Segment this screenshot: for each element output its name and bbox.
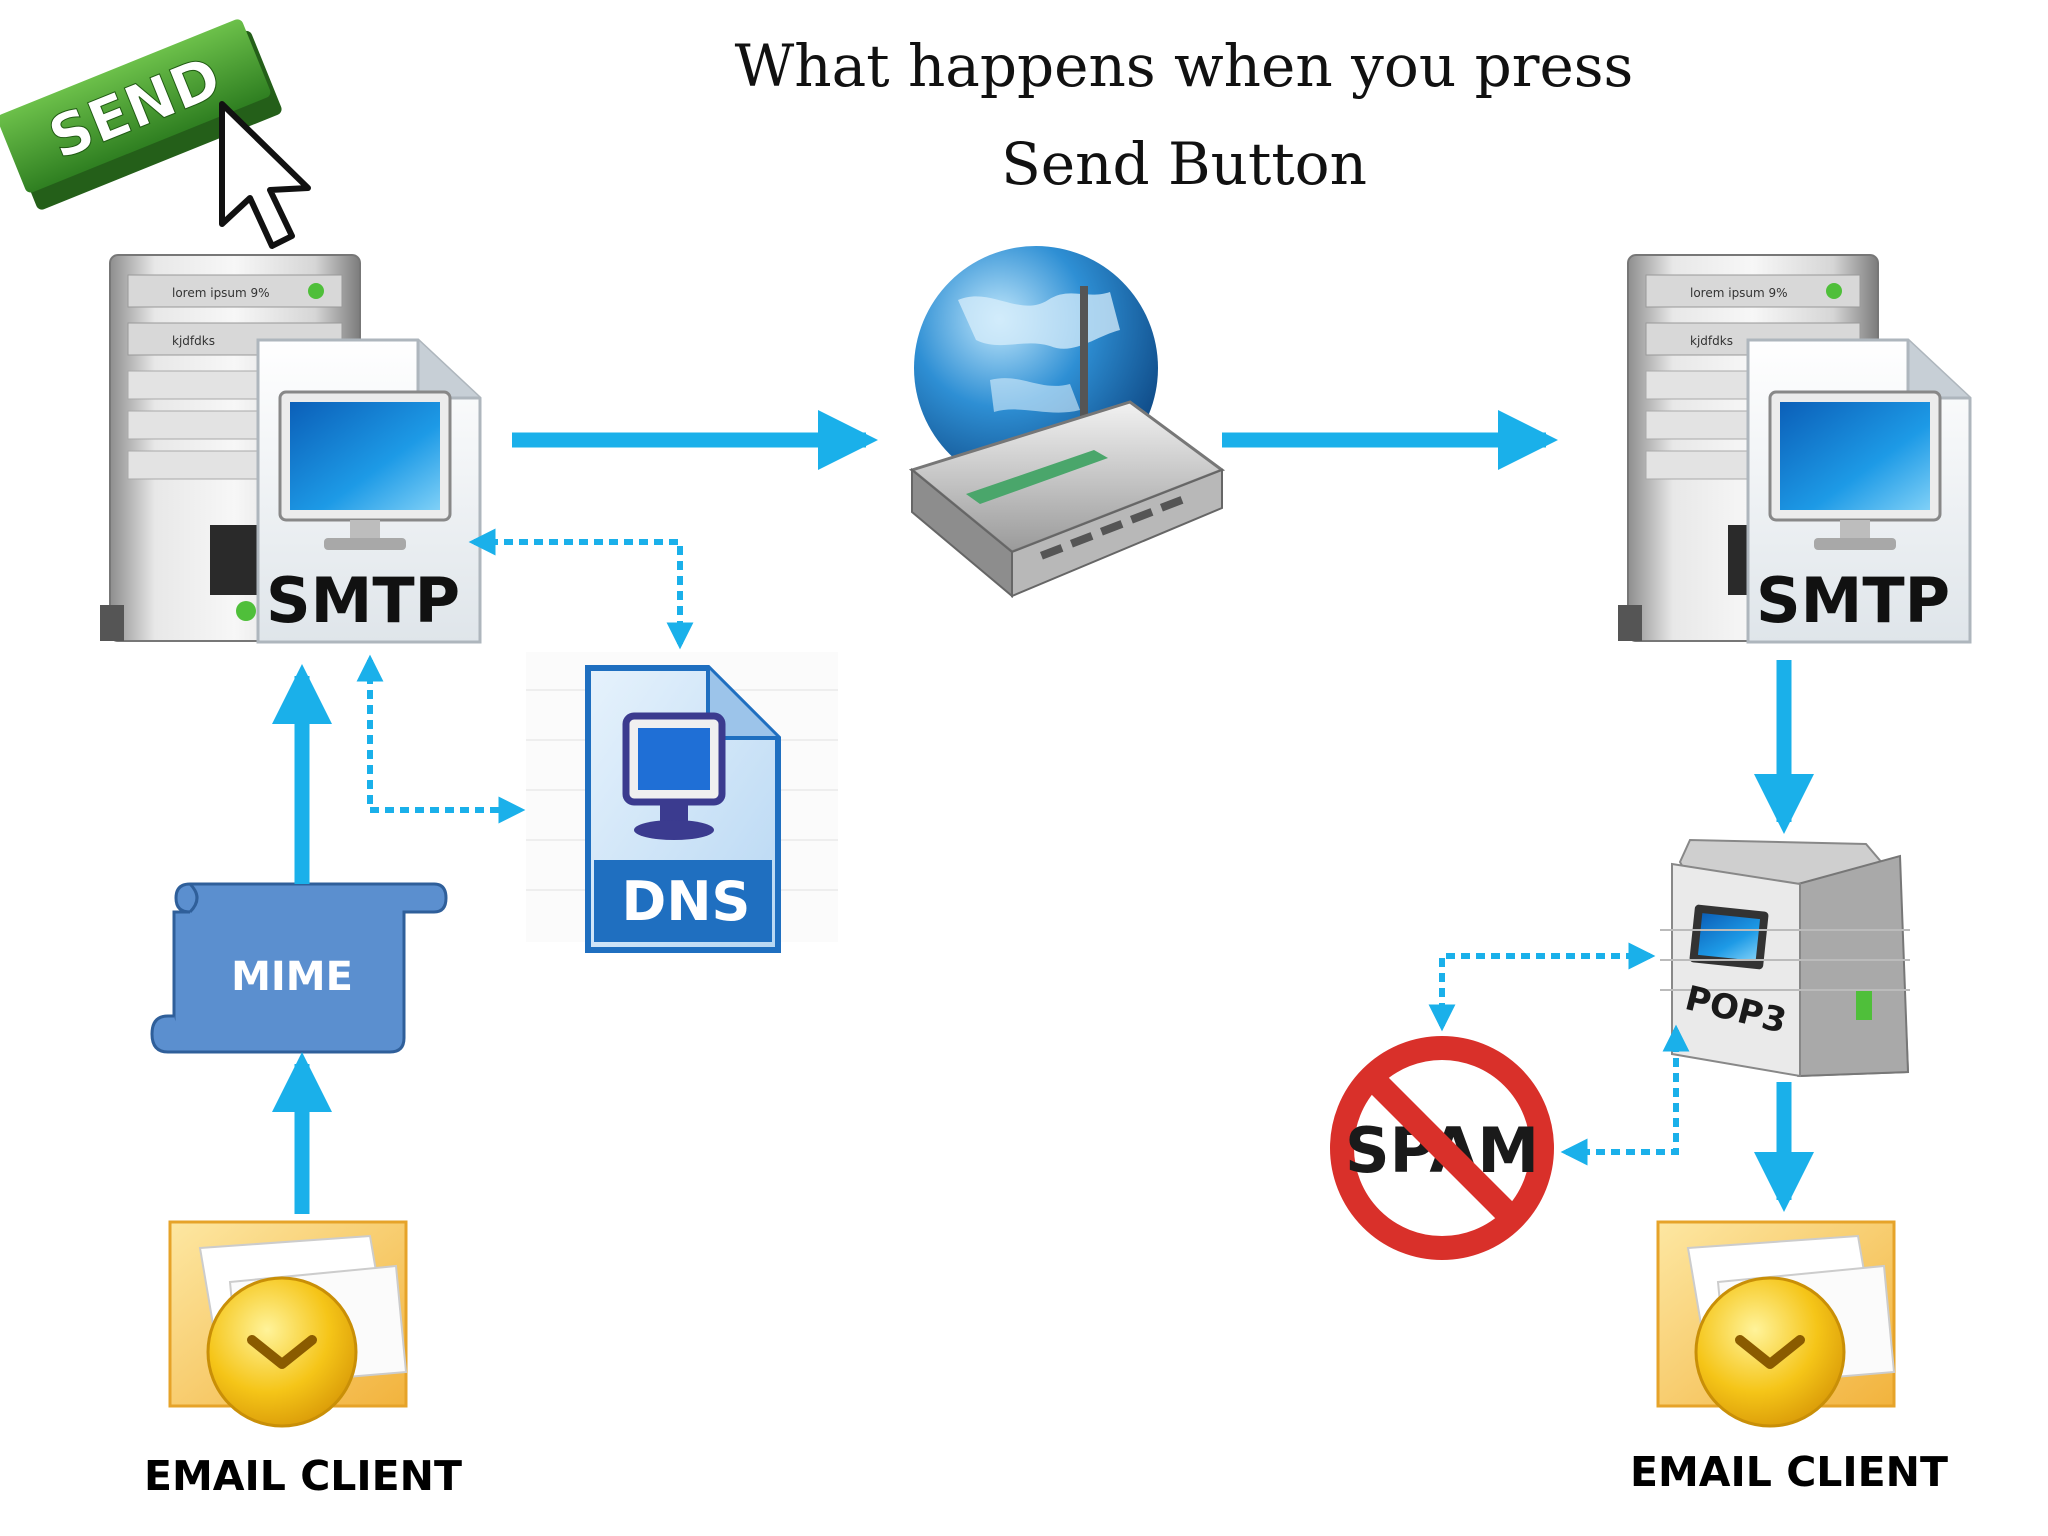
dotted-arrow-smtp-dns: [468, 528, 694, 650]
email-client-icon: [168, 1220, 408, 1428]
dns-icon: DNS: [526, 652, 838, 953]
receiver-email-client-icon: [1656, 1220, 1896, 1428]
smtp-label: SMTP: [266, 564, 460, 637]
spam-forbidden-icon: SPAM: [1330, 1036, 1554, 1260]
pop3-server-icon: POP3: [1660, 838, 1910, 1078]
receiver-server-panel-text-2: kjdfdks: [1690, 334, 1733, 348]
cursor-icon: [219, 101, 311, 249]
mime-label: MIME: [231, 954, 353, 1000]
server-panel-text-2: kjdfdks: [172, 334, 215, 348]
receiver-server-panel-text-1: lorem ipsum 9%: [1690, 286, 1788, 300]
smtp-document-icon: SMTP: [256, 338, 482, 644]
globe-router-icon: [908, 246, 1226, 599]
title-line-2: Send Button: [1001, 130, 1367, 198]
dotted-arrow-spam-pop3: [1560, 1024, 1690, 1166]
receiver-smtp-label: SMTP: [1756, 564, 1950, 637]
title-line-1: What happens when you press: [735, 32, 1634, 100]
dotted-arrow-pop3-spam: [1428, 942, 1656, 1032]
dotted-arrow-smtp-dns-lower: [356, 654, 526, 824]
dns-label: DNS: [622, 870, 751, 933]
receiver-smtp-document-icon: SMTP: [1746, 338, 1972, 644]
receiver-client-label: EMAIL CLIENT: [1630, 1448, 1948, 1496]
sender-client-label: EMAIL CLIENT: [144, 1452, 462, 1500]
mime-scroll-icon: MIME: [150, 882, 448, 1054]
server-panel-text-1: lorem ipsum 9%: [172, 286, 270, 300]
